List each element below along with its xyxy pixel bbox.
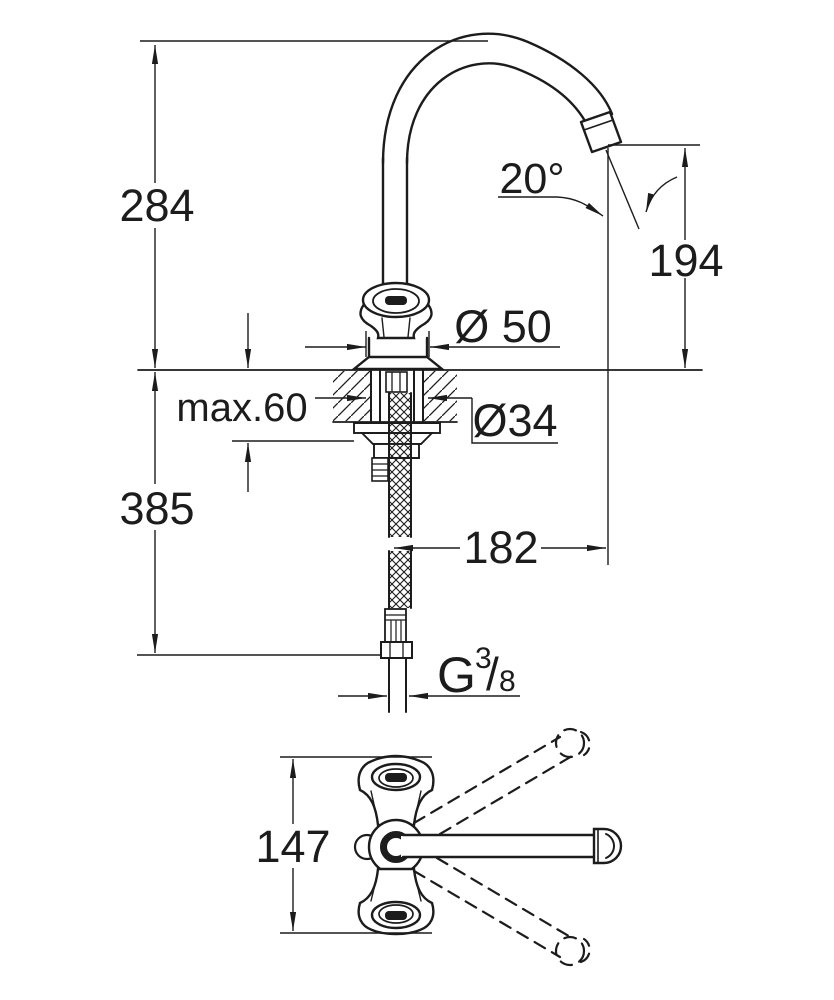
- handle-side-view: [350, 281, 446, 371]
- thread-numerator: 3: [475, 642, 492, 675]
- aerator-tip: [579, 110, 623, 154]
- handle-span-label: 147: [255, 821, 330, 872]
- dimension-lines: [137, 40, 700, 934]
- spout-reach-label: 182: [463, 522, 538, 573]
- thread-prefix: G: [437, 647, 476, 703]
- angle-leader: [556, 196, 604, 217]
- spout-angle-axis: [605, 149, 640, 230]
- handle-screw-slot: [385, 296, 407, 305]
- below-deck-length-label: 385: [119, 483, 194, 534]
- shank-diameter-label: Ø34: [472, 395, 557, 446]
- deck-thickness-label: max.60: [176, 386, 307, 430]
- dimension-labels: 284 385 194 20° Ø 50 max.60 Ø34 182 147 …: [119, 155, 723, 872]
- top-view: [353, 727, 623, 967]
- spout-angle-label: 20°: [499, 155, 564, 203]
- base-skirt: [350, 355, 446, 371]
- handle-top: [357, 754, 435, 827]
- spout-arm-swivel-down: [412, 856, 591, 967]
- supply-tube: [388, 657, 407, 713]
- flex-hose: [353, 392, 441, 713]
- spout-height-label: 284: [119, 180, 194, 231]
- thread-size-label: G 3 / 8: [437, 642, 516, 703]
- spout: [381, 32, 623, 289]
- handle-bottom: [357, 867, 435, 936]
- spout-arm-swivel-up: [412, 727, 591, 836]
- ext-ticks-base: [365, 331, 430, 357]
- ext-lines-handle-span: [280, 756, 432, 934]
- mounting-shank: [370, 369, 424, 425]
- hose-nut: [380, 641, 413, 659]
- outlet-height-label: 194: [648, 235, 723, 286]
- main-view: [137, 32, 703, 713]
- base-diameter-label: Ø 50: [454, 301, 552, 352]
- spout-arm-solid: [401, 827, 623, 865]
- thread-denominator: 8: [499, 665, 516, 698]
- thread-slash: /: [486, 648, 499, 700]
- angle-arc: [645, 176, 678, 213]
- shank-dia-leader-elbow: [471, 398, 558, 444]
